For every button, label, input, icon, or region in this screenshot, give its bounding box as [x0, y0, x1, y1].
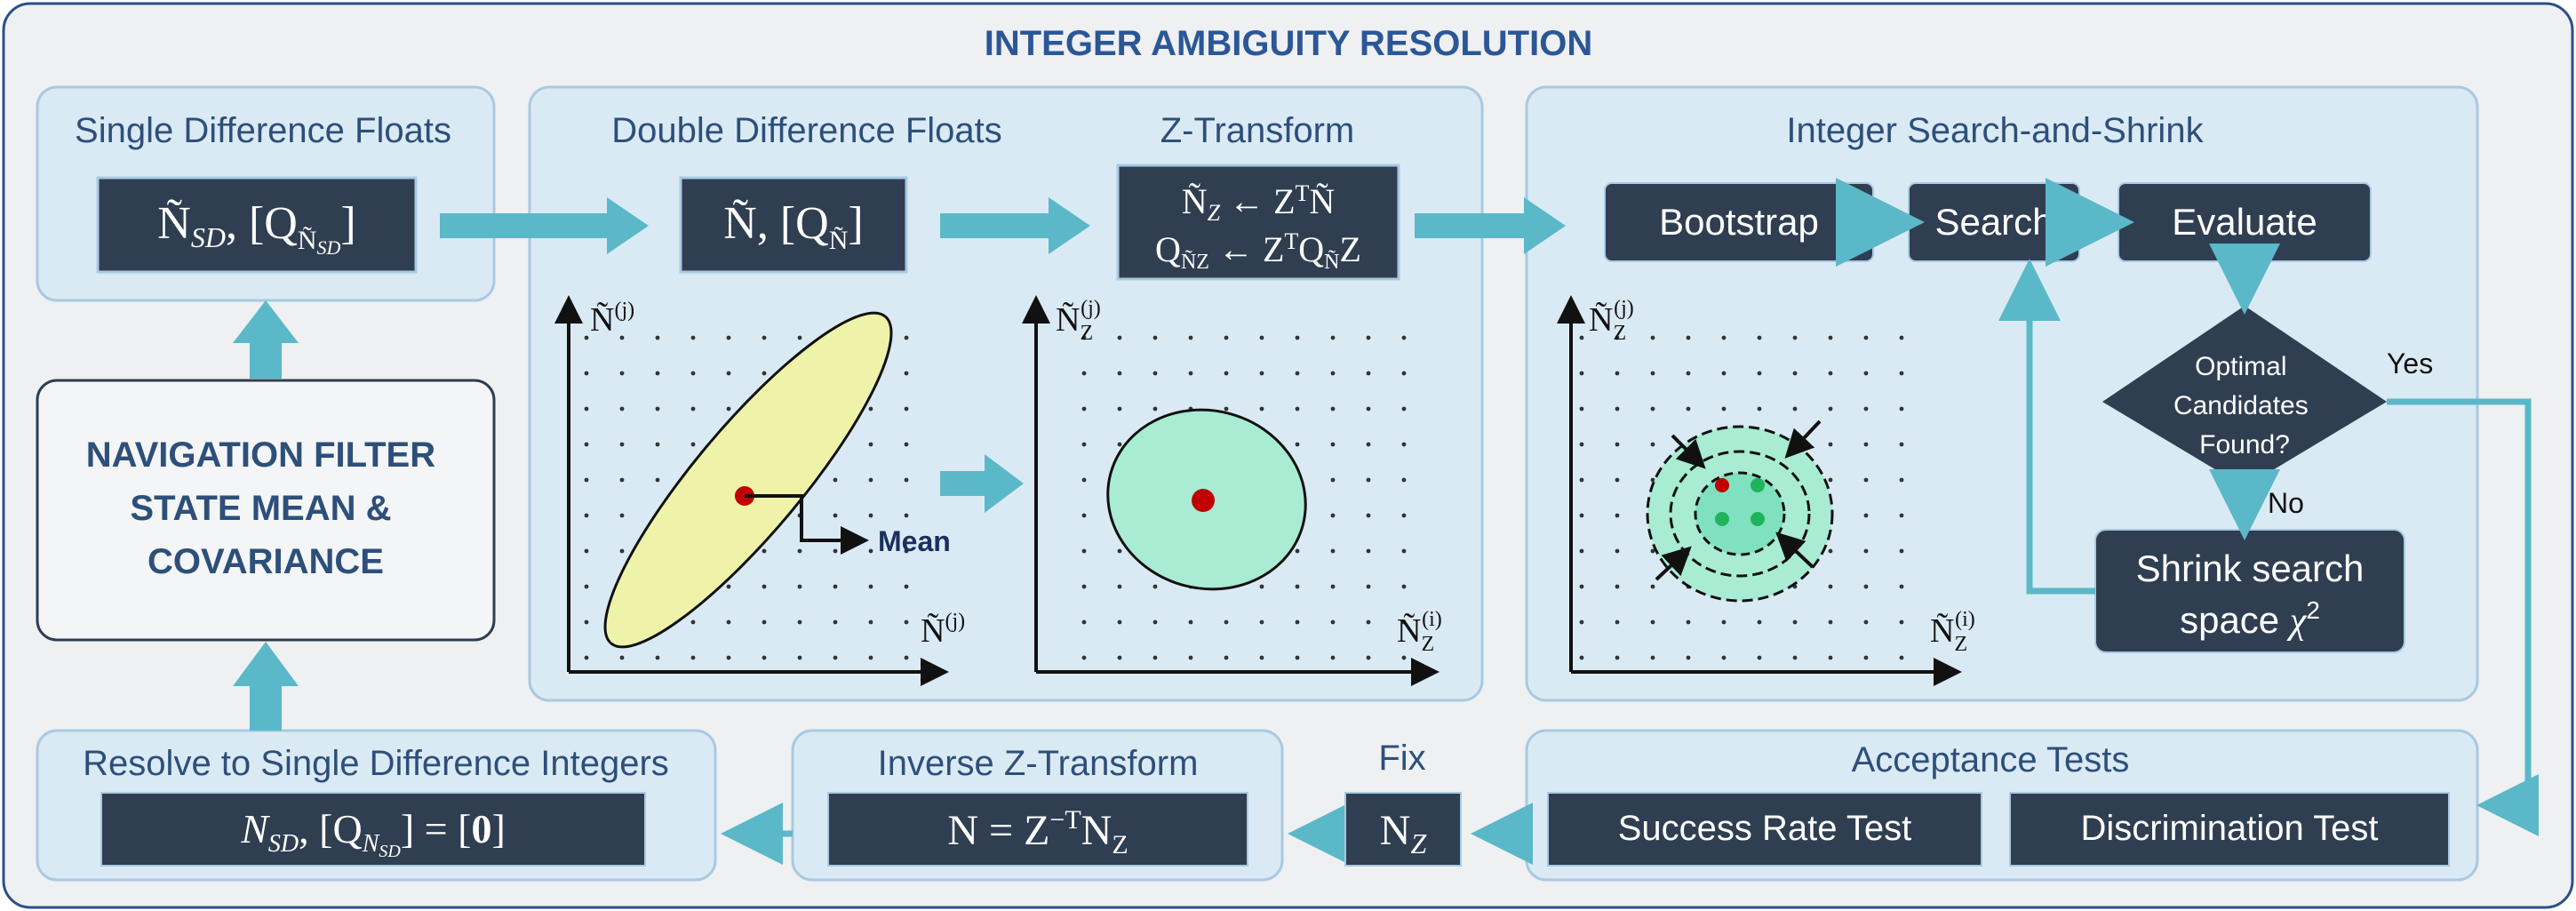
single-difference-box — [96, 176, 418, 274]
decision-line3: Found? — [2199, 430, 2290, 459]
nav-filter-line3: COVARIANCE — [148, 542, 384, 581]
success-rate-label: Success Rate Test — [1618, 809, 1912, 848]
evaluate-label: Evaluate — [2172, 201, 2317, 243]
shrink-line1: Shrink search — [2136, 547, 2365, 589]
double-difference-formula: Ñ, [QÑ] — [723, 198, 863, 255]
shrink-line2: space χ2 — [2180, 596, 2320, 642]
inverse-z-formula: N = Z−TNZ — [947, 805, 1128, 859]
arrow-z-to-search — [1415, 197, 1566, 254]
candidate-point — [1715, 512, 1729, 526]
svg-text:NAVIGATION FILTER STATE ME: NAVIGATION FILTER STATE MEAN & COVARIANC… — [86, 436, 445, 581]
navigation-filter-box — [36, 379, 496, 642]
plot3-y-label: ÑZ(j) — [1589, 297, 1634, 345]
svg-text:Shrink search: Shrink search — [2136, 547, 2365, 589]
no-label: No — [2268, 487, 2304, 519]
double-difference-box — [679, 176, 908, 274]
plot1-x-label: Ñ(j) — [921, 610, 965, 650]
nav-filter-line2: STATE MEAN & — [130, 489, 391, 528]
search-label: Search — [1934, 201, 2053, 243]
bootstrap-label: Bootstrap — [1659, 201, 1819, 243]
decision-line1: Optimal — [2195, 352, 2286, 381]
fix-label: Fix — [1378, 739, 1425, 778]
search-shrink-title: Integer Search-and-Shrink — [1786, 111, 2204, 150]
decision-line2: Candidates — [2173, 391, 2309, 420]
double-difference-title: Double Difference Floats — [611, 111, 1002, 150]
plot1-y-label: Ñ(j) — [590, 299, 634, 339]
arrow-resolve-to-nav — [233, 642, 299, 731]
z-transform-line2: QÑZ ← ZTQÑZ — [1155, 228, 1361, 274]
arrow-single-to-double — [440, 197, 649, 254]
nav-filter-line1: NAVIGATION FILTER — [86, 436, 435, 475]
arrow-plot-to-plot — [940, 454, 1024, 513]
discrimination-label: Discrimination Test — [2081, 809, 2379, 848]
arrow-yes-acceptance — [2387, 398, 2539, 836]
candidate-point — [1751, 512, 1765, 526]
fix-box — [1344, 792, 1462, 867]
discrimination-box — [2009, 792, 2450, 867]
z-mean-point — [1192, 489, 1215, 512]
resolve-formula: NSD, [QNSD] = [0] — [240, 806, 506, 861]
plot2-x-label: ÑZ(i) — [1397, 608, 1442, 656]
plot-search-shrink — [1557, 295, 1962, 686]
plot2-y-label: ÑZ(j) — [1056, 297, 1101, 345]
decision-diamond — [2102, 306, 2387, 487]
z-transform-line1: ÑZ ← ZTÑ — [1182, 180, 1336, 226]
plot3-x-label: ÑZ(i) — [1930, 608, 1975, 656]
plot-double-difference — [554, 295, 949, 686]
inverse-z-box — [827, 792, 1248, 867]
yes-label: Yes — [2387, 348, 2433, 380]
fix-formula: NZ — [1380, 807, 1428, 859]
resolve-title: Resolve to Single Difference Integers — [83, 744, 669, 783]
diagram-title: INTEGER AMBIGUITY RESOLUTION — [985, 24, 1592, 63]
inverse-z-title: Inverse Z-Transform — [878, 744, 1199, 783]
plot-z-transform — [1022, 295, 1440, 686]
candidate-point — [1751, 478, 1765, 492]
acceptance-title: Acceptance Tests — [1852, 740, 2130, 779]
z-transform-title: Z-Transform — [1160, 111, 1355, 150]
resolve-box — [100, 792, 646, 867]
svg-text:Optimal Candidates Fou: Optimal Candidates Found? — [2173, 352, 2316, 459]
success-rate-box — [1547, 792, 1982, 867]
search-mean-point — [1715, 478, 1729, 492]
arrow-shrink-search — [1998, 259, 2095, 595]
single-difference-formula: ÑSD, [QÑSD] — [157, 198, 355, 259]
mean-label: Mean — [878, 525, 951, 557]
arrow-nav-to-single — [233, 300, 299, 379]
z-transform-box — [1116, 164, 1400, 281]
single-difference-title: Single Difference Floats — [75, 111, 451, 150]
arrow-double-to-z — [940, 197, 1090, 254]
